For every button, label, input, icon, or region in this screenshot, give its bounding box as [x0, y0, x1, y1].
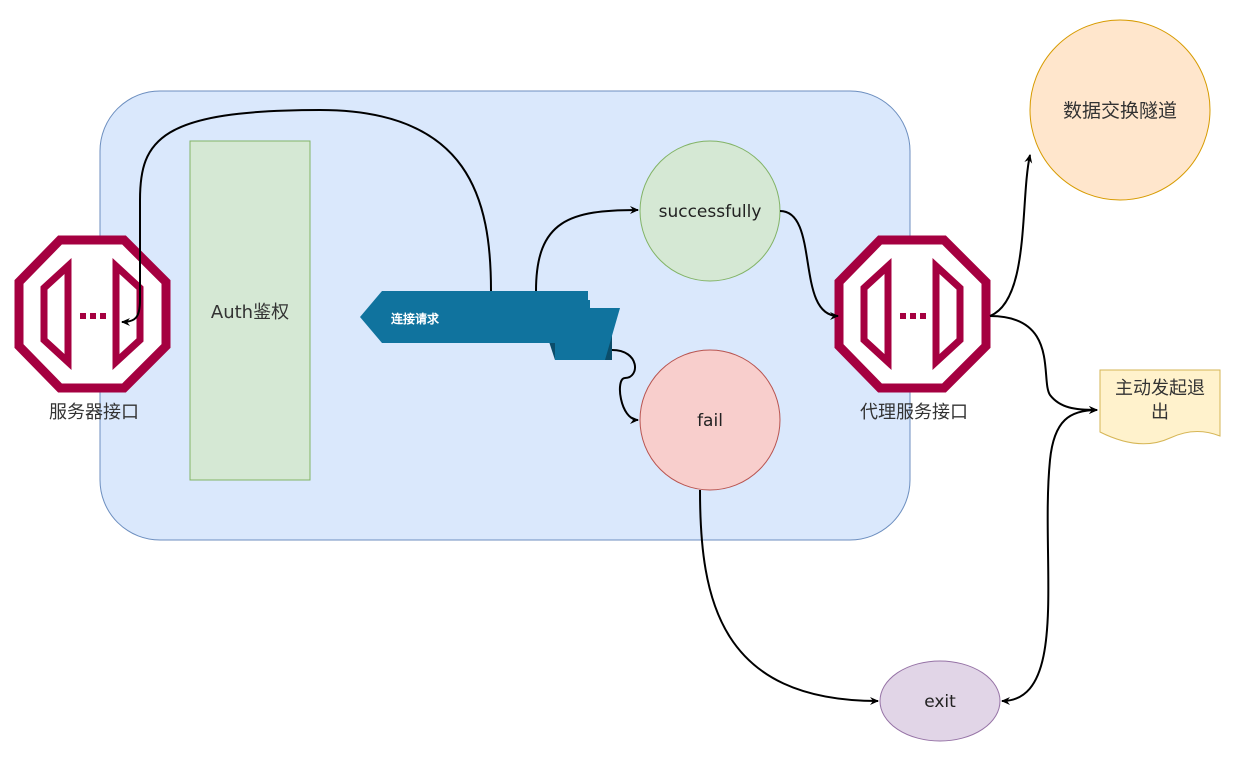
fail-node — [639, 349, 781, 491]
auth-block — [189, 140, 311, 481]
edge-request-to-fail — [611, 349, 639, 424]
proxy-port-label: 代理服务接口 — [860, 402, 968, 423]
edge-proxy-to-note — [989, 315, 1098, 414]
edge-exit-to-note — [1001, 406, 1098, 705]
tunnel-label: 数据交换隧道 — [1063, 100, 1177, 122]
edge-proxy-to-tunnel — [989, 154, 1033, 317]
server-port-label: 服务器接口 — [49, 402, 139, 423]
edge-request-to-success — [535, 206, 639, 292]
exit-note-line2: 出 — [1151, 402, 1169, 423]
exit-label: exit — [924, 692, 956, 712]
auth-label: Auth鉴权 — [211, 302, 289, 323]
fail-label: fail — [697, 411, 723, 431]
edge-fail-to-exit — [699, 489, 879, 705]
edge-request-to-server — [121, 108, 492, 326]
exit-node — [879, 660, 1001, 742]
server-port-icon — [14, 235, 171, 393]
proxy-port-icon — [834, 235, 991, 393]
request-label: 连接请求 — [391, 311, 440, 326]
exit-note-line1: 主动发起退 — [1115, 378, 1205, 399]
edge-success-to-proxy — [779, 210, 839, 320]
request-banner: 连接请求 — [360, 291, 620, 360]
exit-note — [1099, 369, 1221, 445]
success-label: successfully — [659, 202, 762, 222]
tunnel-node — [1029, 19, 1211, 201]
